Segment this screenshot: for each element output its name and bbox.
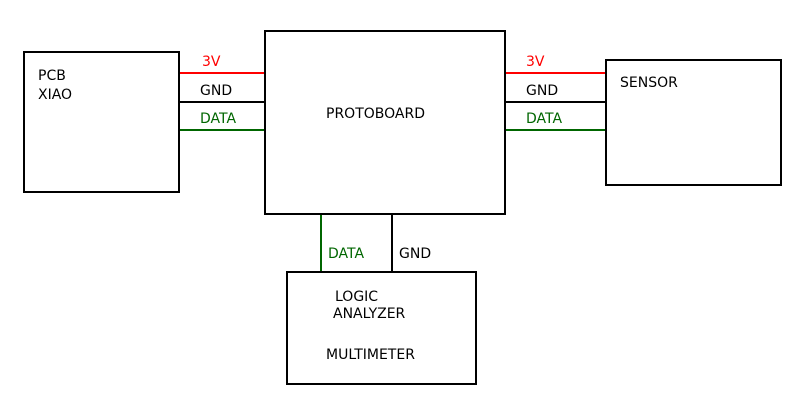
protoboard-label: PROTOBOARD (326, 106, 425, 122)
left-3v-label: 3V (202, 54, 221, 70)
right-data-label: DATA (526, 111, 562, 127)
logic-label: LOGIC (335, 289, 378, 305)
bottom-gnd-label: GND (399, 246, 431, 262)
xiao-label: XIAO (38, 87, 72, 103)
bottom-data-label: DATA (328, 246, 364, 262)
right-3v-label: 3V (526, 54, 545, 70)
left-gnd-label: GND (200, 83, 232, 99)
multimeter-label: MULTIMETER (326, 347, 415, 363)
protoboard-block (264, 30, 506, 215)
right-gnd-label: GND (526, 83, 558, 99)
pcb-xiao-block (23, 51, 180, 193)
sensor-label: SENSOR (620, 75, 678, 91)
sensor-block (605, 59, 782, 186)
left-data-label: DATA (200, 111, 236, 127)
logic-analyzer-block (286, 271, 477, 385)
pcb-label: PCB (38, 68, 66, 84)
analyzer-label: ANALYZER (333, 306, 406, 322)
